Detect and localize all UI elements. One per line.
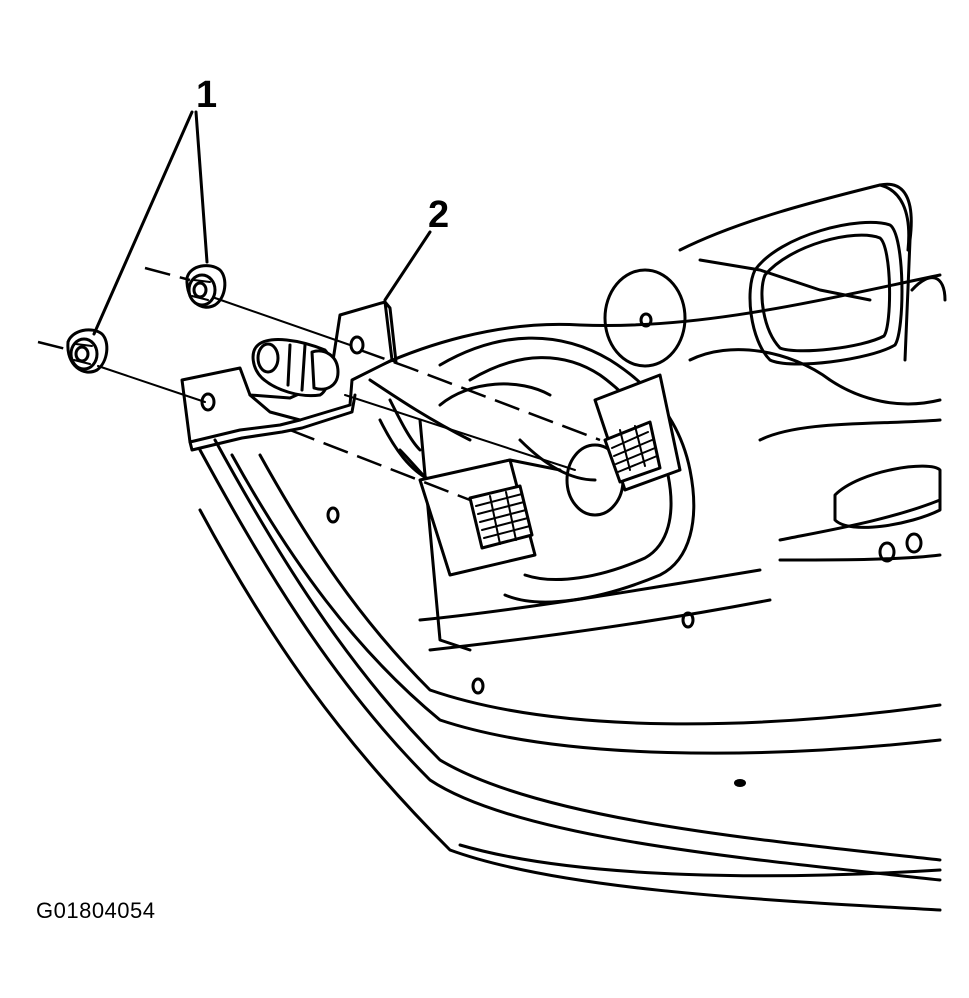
leader-lines	[92, 110, 432, 336]
reinforcement-pad	[748, 220, 904, 366]
left-retaining-clip	[418, 458, 537, 577]
inner-panel	[358, 182, 947, 652]
callout-1-label: 1	[196, 74, 218, 116]
round-access-hole	[603, 268, 687, 368]
lower-nut	[66, 328, 109, 374]
panel-holes	[326, 464, 942, 787]
alignment-lines	[37, 266, 601, 502]
right-retaining-clip	[593, 373, 682, 492]
body-panel-outline	[198, 438, 942, 912]
upper-nut	[185, 264, 227, 309]
bulb-socket-connector	[251, 338, 340, 398]
figure-id: G01804054	[36, 898, 156, 923]
callout-2-label: 2	[428, 194, 450, 236]
lamp-bracket	[180, 300, 398, 452]
